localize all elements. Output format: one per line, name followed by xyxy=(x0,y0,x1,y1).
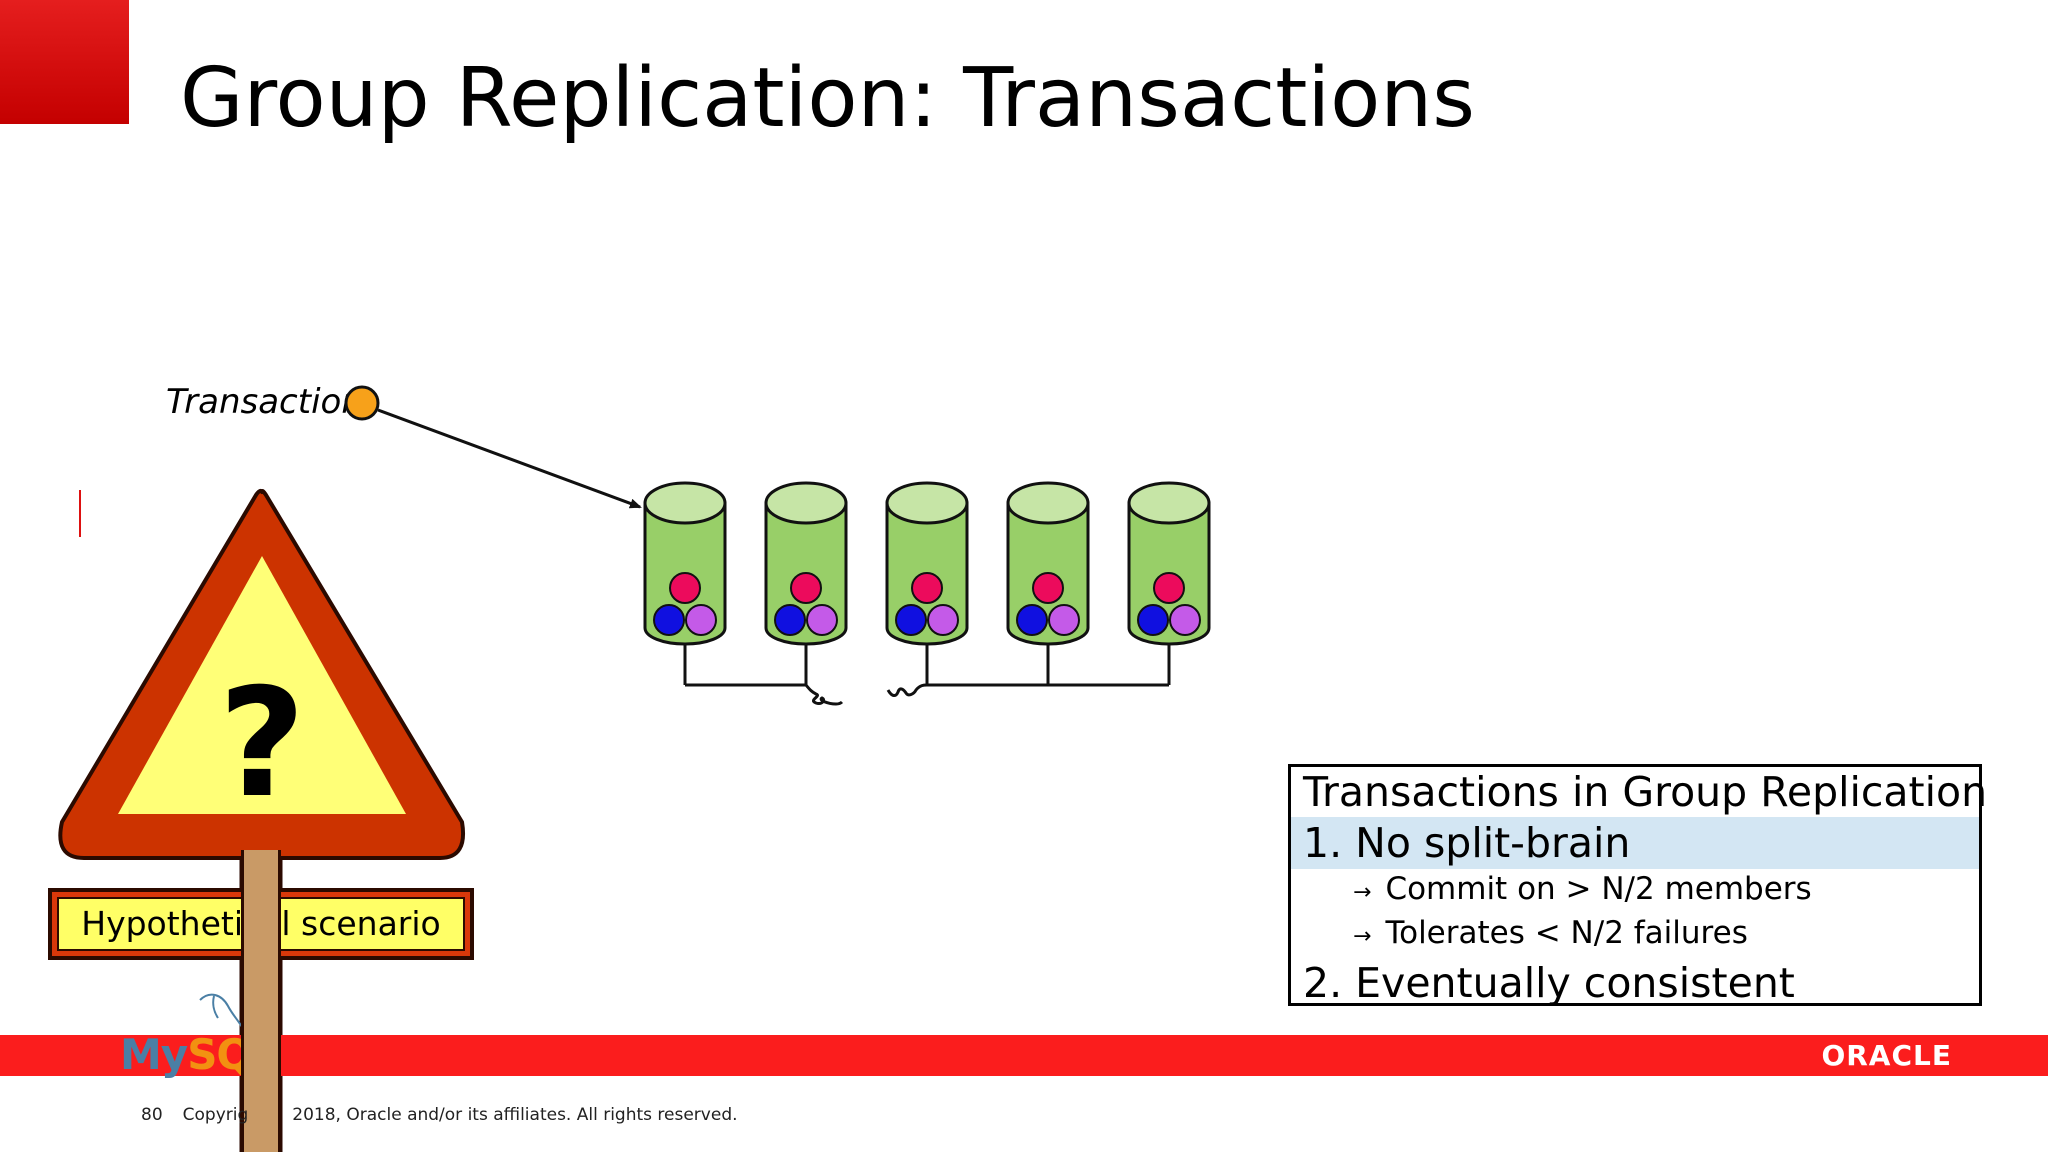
dot-red xyxy=(670,573,700,603)
info-box-title: Transactions in Group Replication xyxy=(1291,767,1979,817)
page-number: 80 xyxy=(141,1105,163,1125)
server-cylinder xyxy=(1129,483,1209,644)
transaction-dot xyxy=(346,387,378,419)
copyright-line: 80 Copyrig 2018, Oracle and/or its affilia… xyxy=(141,1105,738,1125)
dot-purple xyxy=(1049,605,1079,635)
mysql-logo-my: My xyxy=(120,1030,187,1079)
dot-purple xyxy=(807,605,837,635)
broken-link-left xyxy=(806,685,842,704)
dot-red xyxy=(912,573,942,603)
dot-blue xyxy=(1138,605,1168,635)
oracle-logo: ORACLE xyxy=(1821,1040,1952,1072)
dot-red xyxy=(1033,573,1063,603)
dot-purple xyxy=(686,605,716,635)
dot-blue xyxy=(896,605,926,635)
server-cylinder xyxy=(766,483,846,644)
footer-bar xyxy=(0,1035,2048,1076)
copyright-left: Copyrig xyxy=(183,1105,249,1125)
info-sub-commit-text: Commit on > N/2 members xyxy=(1385,871,1811,907)
transaction-arrow xyxy=(378,410,640,507)
info-sub-commit: → Commit on > N/2 members xyxy=(1291,869,1979,913)
warning-triangle-icon: ? xyxy=(60,491,463,858)
mysql-dolphin-icon xyxy=(200,995,244,1030)
question-mark-icon: ? xyxy=(218,657,305,831)
network-links xyxy=(685,644,1169,704)
server-cylinder xyxy=(645,483,725,644)
transactions-info-box: Transactions in Group Replication 1. No … xyxy=(1288,764,1982,1006)
copyright-right: 2018, Oracle and/or its affiliates. All … xyxy=(292,1105,737,1125)
dot-purple xyxy=(1170,605,1200,635)
dot-red xyxy=(791,573,821,603)
info-item-eventually-consistent: 2. Eventually consistent xyxy=(1291,957,1979,1009)
arrow-icon: → xyxy=(1353,924,1371,949)
dot-red xyxy=(1154,573,1184,603)
server-cylinder xyxy=(1008,483,1088,644)
arrow-icon: → xyxy=(1353,880,1371,905)
dot-blue xyxy=(775,605,805,635)
server-cylinders xyxy=(645,483,1209,644)
dot-blue xyxy=(654,605,684,635)
info-sub-tolerates: → Tolerates < N/2 failures xyxy=(1291,913,1979,957)
broken-link-right xyxy=(888,685,927,696)
server-cylinder xyxy=(887,483,967,644)
dot-purple xyxy=(928,605,958,635)
info-item-no-split-brain: 1. No split-brain xyxy=(1291,817,1979,869)
dot-blue xyxy=(1017,605,1047,635)
info-sub-tolerates-text: Tolerates < N/2 failures xyxy=(1385,915,1747,951)
